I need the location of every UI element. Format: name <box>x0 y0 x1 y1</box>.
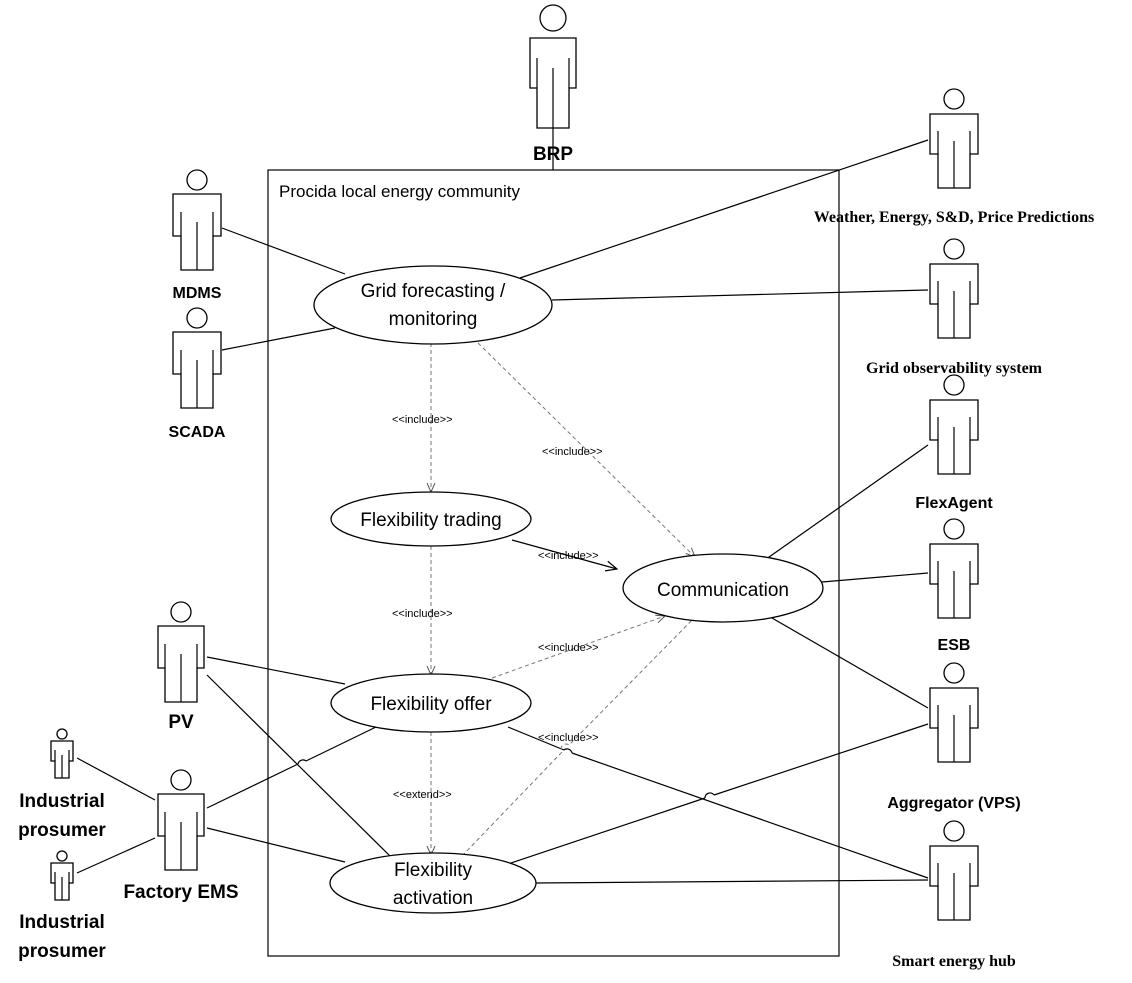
actor-industrial-prosumer[interactable]: Industrial prosumer <box>18 850 106 962</box>
actor-esb[interactable]: ESB <box>929 518 979 654</box>
associations <box>76 128 929 884</box>
use-case-grid-forecasting[interactable]: Grid forecasting / monitoring <box>313 265 553 345</box>
actor-weather-predictions[interactable]: Weather, Energy, S&D, Price Predictions <box>814 88 1094 226</box>
extend-label-offer-activation: <<extend>> <box>393 789 452 801</box>
actor-pv[interactable]: PV <box>157 601 205 733</box>
include-label-forecast-communication: <<include>> <box>542 446 603 458</box>
actor-label: Grid observability system <box>866 360 1043 377</box>
actor-figure-icon <box>929 518 979 619</box>
use-case-label: Flexibility trading <box>360 510 502 531</box>
actor-figure-icon <box>172 307 222 409</box>
use-case-label: Communication <box>657 580 789 601</box>
include-label-forecast-trading: <<include>> <box>392 414 453 426</box>
actor-label: Aggregator (VPS) <box>887 795 1020 812</box>
actor-figure-icon <box>929 88 979 189</box>
use-case-label: Flexibility offer <box>370 694 492 715</box>
include-label-trading-offer: <<include>> <box>392 608 453 620</box>
use-case-flexibility-activation[interactable]: Flexibility activation <box>329 852 537 914</box>
actor-figure-icon <box>50 728 74 779</box>
use-case-label: Grid forecasting / <box>361 281 506 302</box>
system-title: Procida local energy community <box>279 182 520 201</box>
actor-figure-icon <box>172 169 222 271</box>
actor-label: prosumer <box>18 941 106 962</box>
actor-figure-icon <box>157 769 205 871</box>
actor-label: Industrial <box>19 912 105 933</box>
actor-industrial-prosumer[interactable]: Industrial prosumer <box>18 728 106 841</box>
actor-label: FlexAgent <box>915 495 993 512</box>
use-case-label: activation <box>393 888 473 909</box>
actor-figure-icon <box>929 820 979 921</box>
actor-grid-observability-system[interactable]: Grid observability system <box>866 238 1043 377</box>
actor-label: BRP <box>533 144 573 165</box>
actor-label: Weather, Energy, S&D, Price Predictions <box>814 209 1094 226</box>
actor-label: prosumer <box>18 820 106 841</box>
actor-figure-icon <box>157 601 205 703</box>
use-case-flexibility-offer[interactable]: Flexibility offer <box>330 673 532 733</box>
actor-label: Smart energy hub <box>892 953 1016 970</box>
actor-label: MDMS <box>173 285 222 302</box>
include-label-offer-communication: <<include>> <box>538 642 599 654</box>
include-label-trading-communication: <<include>> <box>538 550 599 562</box>
actor-scada[interactable]: SCADA <box>169 307 226 441</box>
use-case-label: monitoring <box>389 309 478 330</box>
actor-flexagent[interactable]: FlexAgent <box>915 374 993 512</box>
actor-figure-icon <box>929 662 979 763</box>
actor-label: Industrial <box>19 791 105 812</box>
actor-brp[interactable]: BRP <box>529 4 577 165</box>
actor-figure-icon <box>529 4 577 129</box>
actor-factory-ems[interactable]: Factory EMS <box>123 769 239 903</box>
use-case-flexibility-trading[interactable]: Flexibility trading <box>330 491 532 547</box>
dependency-lines <box>431 342 700 857</box>
actor-label: Factory EMS <box>123 882 238 903</box>
actor-mdms[interactable]: MDMS <box>172 169 222 302</box>
actor-label: ESB <box>938 637 971 654</box>
actor-figure-icon <box>50 850 74 901</box>
use-case-label: Flexibility <box>394 860 473 881</box>
use-case-communication[interactable]: Communication <box>622 553 824 623</box>
actor-label: SCADA <box>169 424 226 441</box>
actor-figure-icon <box>929 238 979 339</box>
actor-smart-energy-hub[interactable]: Smart energy hub <box>892 820 1016 970</box>
include-arrow-trading-communication <box>511 539 617 569</box>
actor-figure-icon <box>929 374 979 475</box>
include-label-activation-communication: <<include>> <box>538 732 599 744</box>
actor-aggregator-vps[interactable]: Aggregator (VPS) <box>887 662 1021 812</box>
actor-label: PV <box>168 712 194 733</box>
